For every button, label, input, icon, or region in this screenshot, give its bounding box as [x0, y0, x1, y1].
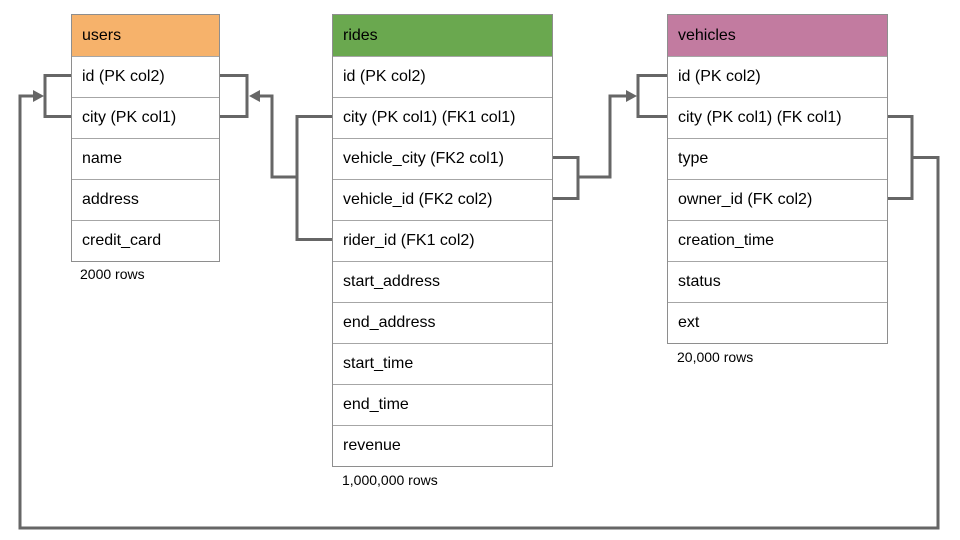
table-row: city (PK col1) [72, 97, 219, 138]
users-left-bracket [43, 74, 71, 118]
table-row: city (PK col1) (FK col1) [668, 97, 887, 138]
table-row: end_time [333, 384, 552, 425]
table-row: start_address [333, 261, 552, 302]
table-row: status [668, 261, 887, 302]
table-row: vehicle_city (FK2 col1) [333, 138, 552, 179]
users-right-bracket [220, 74, 249, 118]
table-row: credit_card [72, 220, 219, 261]
table-row: id (PK col2) [333, 56, 552, 97]
table-row: start_time [333, 343, 552, 384]
arrowhead-into-users-right [249, 90, 260, 102]
table-vehicles-header: vehicles [668, 15, 887, 56]
table-users-header: users [72, 15, 219, 56]
rides-left-bracket [295, 115, 332, 241]
fk-connector-vehicles-to-users [18, 94, 940, 530]
vehicles-row-count-label: 20,000 rows [677, 349, 754, 365]
table-row: id (PK col2) [668, 56, 887, 97]
table-row: id (PK col2) [72, 56, 219, 97]
table-row: vehicle_id (FK2 col2) [333, 179, 552, 220]
table-row: name [72, 138, 219, 179]
table-row: type [668, 138, 887, 179]
table-row: city (PK col1) (FK1 col1) [333, 97, 552, 138]
vehicles-left-bracket [636, 74, 667, 118]
vehicles-right-bracket [888, 115, 914, 200]
table-row: address [72, 179, 219, 220]
table-row: end_address [333, 302, 552, 343]
fk2-connector-rides-to-vehicles [578, 94, 628, 179]
arrowhead-into-vehicles-left [626, 90, 637, 102]
table-row: owner_id (FK col2) [668, 179, 887, 220]
table-row: rider_id (FK1 col2) [333, 220, 552, 261]
table-rides: rides id (PK col2) city (PK col1) (FK1 c… [332, 14, 553, 467]
table-users: users id (PK col2) city (PK col1) name a… [71, 14, 220, 262]
arrowhead-into-users-left [33, 90, 44, 102]
table-row: creation_time [668, 220, 887, 261]
table-row: revenue [333, 425, 552, 466]
fk1-connector-rides-to-users [258, 94, 297, 179]
table-row: ext [668, 302, 887, 343]
rides-right-bracket [553, 156, 580, 200]
table-vehicles: vehicles id (PK col2) city (PK col1) (FK… [667, 14, 888, 344]
table-rides-header: rides [333, 15, 552, 56]
users-row-count-label: 2000 rows [80, 266, 145, 282]
rides-row-count-label: 1,000,000 rows [342, 472, 438, 488]
